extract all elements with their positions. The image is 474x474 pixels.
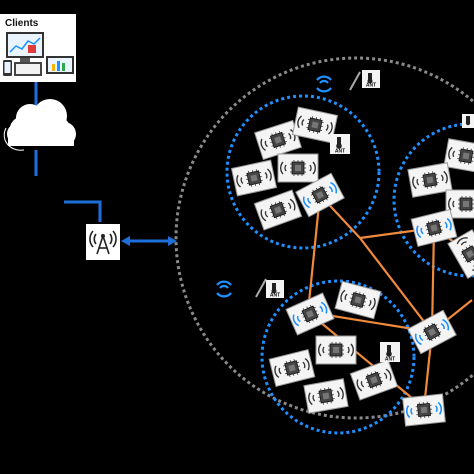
sensor-node-icon (278, 154, 318, 182)
cloud-icon (7, 99, 76, 146)
sensor-label: ANT (385, 357, 395, 363)
network-boundary (174, 56, 474, 420)
sensor-label: ANT (270, 293, 280, 299)
cluster-ring-bottom (260, 279, 416, 435)
sensor-node-icon (403, 394, 446, 426)
sensor-label: ANT (366, 83, 376, 89)
sensor-node-icon (408, 310, 456, 354)
gateway-network-link (121, 236, 177, 246)
divider-slash (349, 71, 361, 91)
sensor-label: ANT (335, 149, 345, 155)
devices-icon (3, 32, 74, 76)
sensor-node-icon (408, 163, 452, 198)
cluster-bottom: ANT (269, 281, 400, 413)
cluster-top: ANT (232, 107, 350, 230)
cloud-gateway-link-b (64, 200, 102, 222)
temperature-sensor-icon (462, 114, 474, 128)
temperature-sensor-icon: ANT (266, 280, 284, 299)
sensor-node-icon (304, 379, 348, 414)
wifi-icon (315, 75, 333, 93)
sensor-node-icon (254, 190, 301, 230)
divider-slash (255, 278, 267, 298)
temperature-sensor-icon: ANT (330, 134, 350, 155)
wifi-icon (215, 280, 233, 298)
sensor-node-icon (411, 210, 457, 247)
temperature-sensor-icon: ANT (362, 70, 380, 89)
sensor-node-icon (269, 350, 315, 387)
clients-title: Clients (5, 18, 39, 29)
clients-box: Clients (0, 14, 76, 82)
sensor-node-icon (316, 336, 356, 364)
cluster-right (408, 139, 474, 279)
sensor-node-icon (350, 360, 397, 400)
cell-tower-icon (86, 224, 120, 260)
cluster-ring-top (225, 94, 381, 250)
cloud-base (3, 127, 25, 151)
sensor-node-icon (232, 160, 277, 196)
sensor-node-icon (335, 281, 381, 318)
temperature-sensor-icon: ANT (380, 342, 400, 363)
